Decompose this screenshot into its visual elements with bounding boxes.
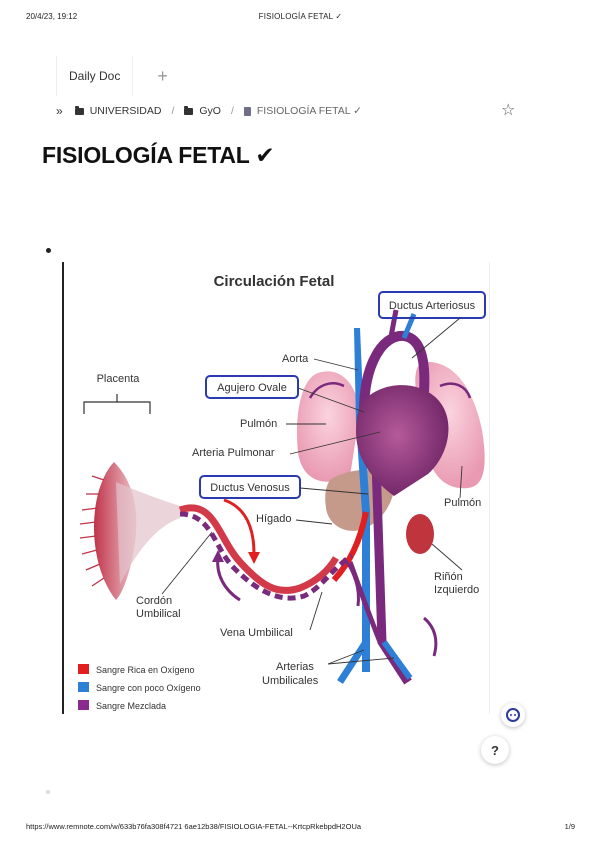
label-cordon-1: Cordón [136, 595, 172, 607]
arrow-purple-left-head [212, 550, 224, 562]
bullet-point[interactable] [46, 248, 51, 253]
star-icon[interactable]: ☆ [501, 102, 516, 119]
legend-label-blue: Sangre con poco Oxígeno [96, 683, 201, 693]
print-date: 20/4/23, 19:12 [26, 12, 78, 21]
faint-bullet [46, 790, 50, 794]
label-ductus-arteriosus: Ductus Arteriosus [389, 300, 476, 312]
fetal-circulation-figure: Circulación Fetal [62, 262, 490, 714]
placenta-label: Placenta [97, 373, 141, 385]
figure-title: Circulación Fetal [214, 273, 335, 290]
legend-label-purple: Sangre Mezclada [96, 701, 166, 711]
breadcrumb-item-gyo[interactable]: GyO [184, 105, 221, 117]
arrow-purple-right [342, 557, 360, 607]
iliac-purple [381, 640, 413, 680]
placenta-fan [116, 482, 180, 584]
print-doc-title: FISIOLOGÍA FETAL ✓ [258, 12, 343, 21]
label-arterias-2: Umbilicales [262, 675, 319, 687]
ductus-venosus-vessel [331, 511, 369, 582]
breadcrumb-separator: / [230, 105, 234, 117]
help-button[interactable]: ? [481, 736, 509, 764]
label-agujero-ovale: Agujero Ovale [217, 382, 287, 394]
breadcrumb-separator: / [171, 105, 175, 117]
label-rinon-2: Izquierdo [434, 584, 479, 596]
arrow-red-curve [223, 498, 256, 555]
print-page-number: 1/9 [564, 822, 575, 831]
label-vena-umbilical: Vena Umbilical [220, 627, 293, 639]
print-footer: https://www.remnote.com/w/633b76fa308f47… [0, 822, 601, 836]
folder-icon [74, 105, 84, 115]
label-cordon-2: Umbilical [136, 608, 181, 620]
label-ductus-venosus: Ductus Venosus [210, 482, 290, 494]
legend-label-red: Sangre Rica en Oxígeno [96, 665, 195, 675]
floating-assistant-button[interactable] [501, 703, 525, 727]
tab-daily-doc[interactable]: Daily Doc [56, 56, 134, 96]
add-tab-button[interactable]: + [157, 65, 168, 86]
page-title: FISIOLOGÍA FETAL ✔ [42, 142, 275, 168]
breadcrumb-item-universidad[interactable]: UNIVERSIDAD [74, 105, 162, 117]
placenta-bracket [83, 394, 151, 414]
descending-aorta [371, 461, 412, 685]
fetal-circulation-diagram: Circulación Fetal [78, 273, 486, 711]
left-lung [297, 371, 360, 482]
folder-icon [184, 105, 194, 115]
tab-bar: Daily Doc + [56, 56, 168, 96]
expand-sidebar-icon[interactable]: » [56, 104, 63, 118]
breadcrumb-label: FISIOLOGÍA FETAL ✓ [256, 105, 362, 117]
document-icon [243, 106, 251, 116]
legend-swatch-red [78, 664, 89, 674]
print-header: 20/4/23, 19:12 FISIOLOGÍA FETAL ✓ [0, 12, 601, 26]
arrow-lung-left [308, 382, 345, 399]
heart [356, 385, 449, 496]
kidney [406, 514, 434, 554]
agujero-ovale-box [205, 375, 299, 399]
ductus-arteriosus-box [378, 291, 486, 319]
label-pulmon-right: Pulmón [444, 497, 481, 509]
label-aorta: Aorta [282, 353, 309, 365]
arrow-purple-low-right [422, 616, 438, 657]
label-arteria-pulmonar: Arteria Pulmonar [192, 447, 275, 459]
umbilical-cord-purple [179, 511, 354, 601]
umbilical-cord-red [178, 504, 340, 594]
tab-label: Daily Doc [69, 69, 121, 83]
ductus-venosus-box [199, 475, 301, 499]
legend-swatch-blue [78, 682, 89, 692]
arrow-lung-right [439, 382, 472, 399]
print-url: https://www.remnote.com/w/633b76fa308f47… [26, 822, 362, 831]
breadcrumb-label: UNIVERSIDAD [89, 105, 162, 117]
label-higado: Hígado [256, 513, 291, 525]
label-arterias-1: Arterias [276, 661, 314, 673]
breadcrumb-label: GyO [199, 105, 221, 117]
arrow-red-head [248, 552, 260, 564]
arrow-purple-left [216, 557, 241, 602]
umbilical-arteries [347, 561, 383, 643]
label-rinon-1: Riñón [434, 571, 463, 583]
breadcrumb-item-fisiologia-fetal[interactable]: FISIOLOGÍA FETAL ✓ [243, 105, 362, 117]
carotid-1 [387, 309, 399, 343]
face-icon [506, 708, 520, 722]
label-pulmon-left: Pulmón [240, 418, 277, 430]
legend-swatch-purple [78, 700, 89, 710]
breadcrumb: » UNIVERSIDAD / GyO / FISIOLOGÍA FETAL ✓ [56, 102, 529, 120]
